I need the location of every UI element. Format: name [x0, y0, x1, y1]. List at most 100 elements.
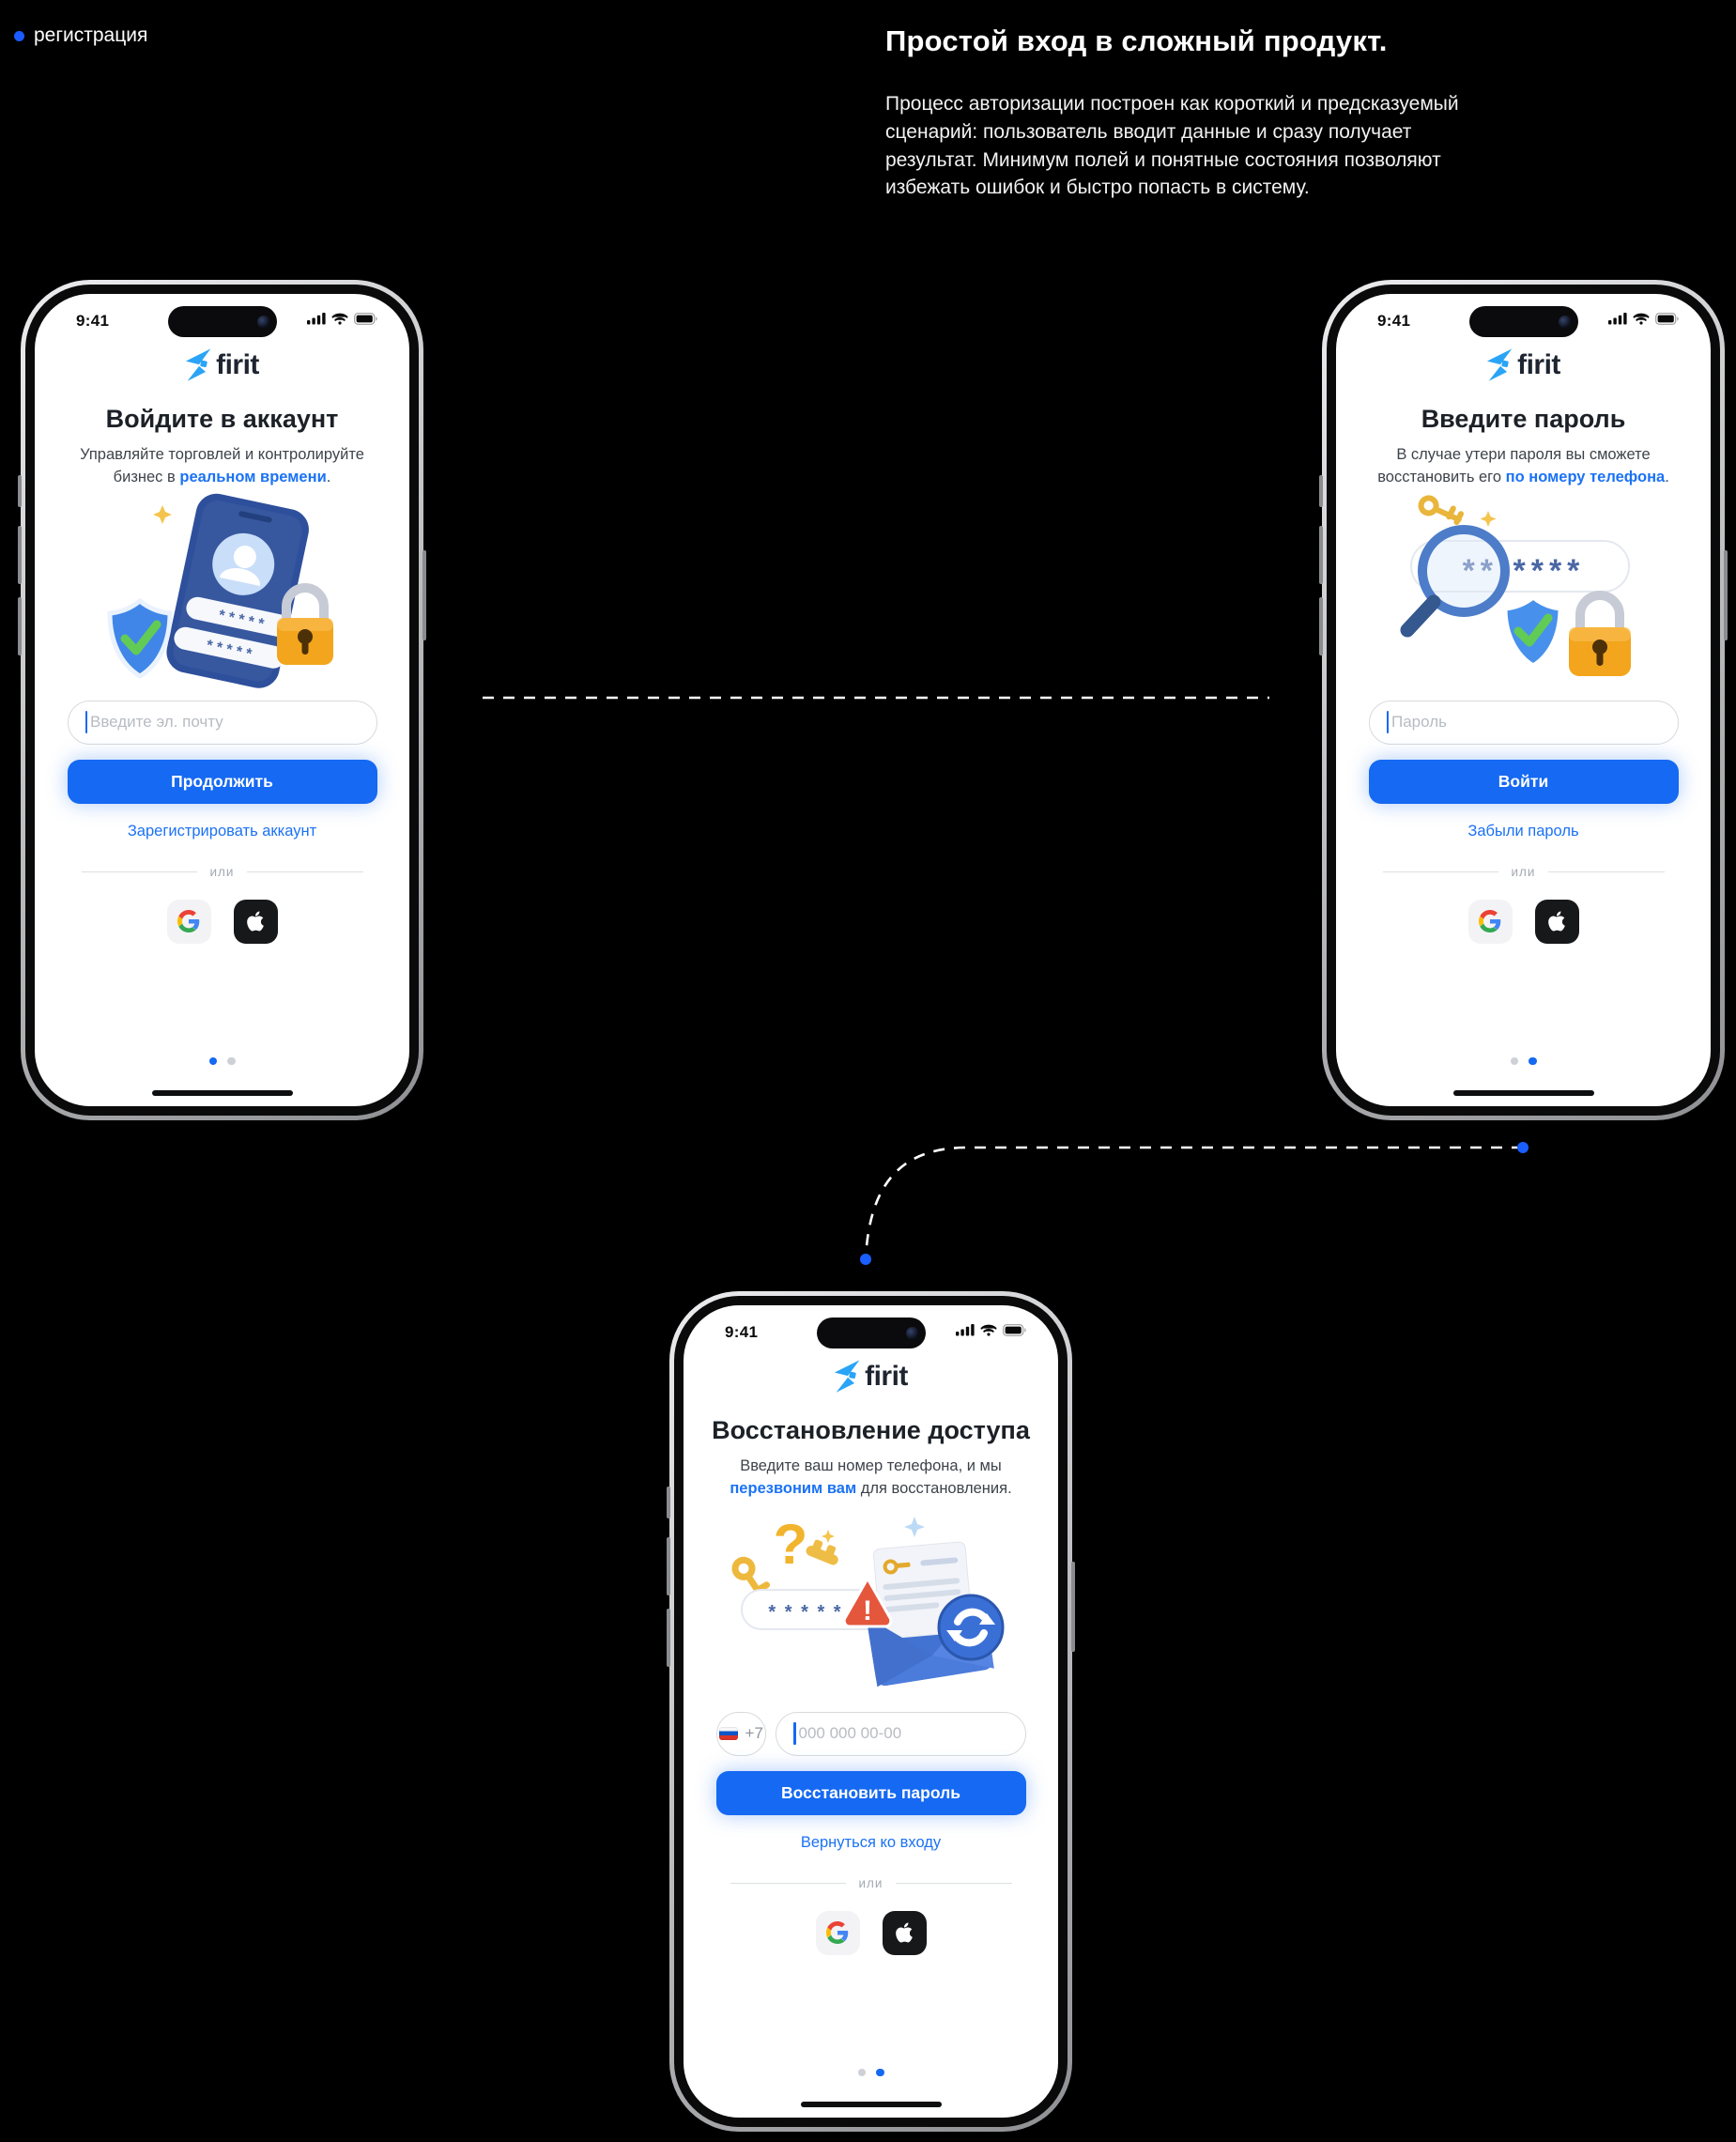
dynamic-island [816, 1318, 926, 1348]
email-field[interactable] [67, 700, 377, 745]
recovery-mail-illustration: ? * * * * * [730, 1502, 1012, 1704]
text-caret [1386, 711, 1389, 734]
camera-lens-icon [256, 315, 270, 329]
phone-number-link[interactable]: по номеру телефона [1505, 469, 1666, 486]
divider-label: или [1511, 864, 1536, 879]
screen-subtitle: Введите ваш номер телефона, и мы перезво… [684, 1455, 1058, 1501]
connector-dot-start [1517, 1142, 1529, 1153]
register-account-link[interactable]: Зарегистрировать аккаунт [127, 822, 317, 840]
password-input[interactable] [1390, 712, 1661, 733]
subtitle-text: В случае утери пароля вы сможете восстан… [1377, 446, 1651, 486]
google-g-icon [177, 910, 200, 933]
hero-text-block: Простой вход в сложный продукт. Процесс … [885, 24, 1533, 202]
status-icons [956, 1324, 1028, 1336]
email-input[interactable] [88, 712, 360, 733]
home-indicator[interactable] [151, 1090, 293, 1096]
back-to-login-link[interactable]: Вернуться ко входу [800, 1833, 942, 1851]
hero-description: Процесс авторизации построен как коротки… [885, 93, 1459, 199]
volume-down-button [1319, 597, 1323, 655]
recover-password-button[interactable]: Восстановить пароль [715, 1770, 1026, 1815]
google-signin-button[interactable] [815, 1910, 860, 1955]
realtime-link[interactable]: реальном времени [179, 469, 327, 486]
social-signin-row [1467, 899, 1579, 944]
connector-password-to-recovery [864, 1146, 1523, 1260]
apple-icon [1548, 911, 1565, 932]
page-dot-1[interactable] [208, 1056, 217, 1065]
social-signin-row [815, 1910, 927, 1955]
screen-title: Введите пароль [1421, 405, 1626, 433]
password-field[interactable] [1368, 700, 1679, 745]
iphone-mockup-password: 9:41 firit Введите пароль В случае утери… [1319, 280, 1728, 1120]
camera-lens-icon [1558, 315, 1572, 329]
status-time: 9:41 [725, 1323, 759, 1341]
wifi-icon [980, 1324, 997, 1336]
connector-dot-end [860, 1254, 871, 1265]
power-button [1724, 550, 1728, 640]
apple-signin-button[interactable] [233, 899, 278, 944]
svg-text:!: ! [863, 1595, 872, 1626]
section-tag-label: регистрация [34, 24, 148, 46]
or-divider: или [81, 865, 363, 879]
brand-name: firit [1517, 349, 1560, 380]
cellular-signal-icon [307, 313, 326, 325]
phone-number-row: +7 [715, 1711, 1026, 1756]
dynamic-island [1468, 306, 1578, 337]
divider-label: или [858, 1875, 883, 1890]
apple-icon [896, 1922, 913, 1943]
status-bar: 9:41 [35, 294, 409, 345]
password-screen: 9:41 firit Введите пароль В случае утери… [1336, 294, 1711, 1106]
password-search-illustration: ** **** [1383, 491, 1665, 693]
subtitle-tail: для восстановления. [856, 1480, 1012, 1498]
phone-number-input[interactable] [796, 1723, 1008, 1745]
hero-title: Простой вход в сложный продукт. [885, 24, 1388, 57]
page-dots [1510, 1056, 1537, 1065]
home-indicator[interactable] [1452, 1090, 1594, 1096]
brand-name: firit [216, 349, 259, 380]
svg-text:* * * * *: * * * * * [768, 1602, 842, 1623]
page-dot-1[interactable] [1510, 1056, 1518, 1065]
continue-button[interactable]: Продолжить [67, 759, 377, 804]
callback-link[interactable]: перезвоним вам [730, 1480, 857, 1498]
battery-icon [354, 313, 377, 325]
page-dot-2[interactable] [876, 2068, 884, 2076]
volume-down-button [667, 1609, 670, 1667]
svg-text:** ****: ** **** [1462, 553, 1585, 589]
cellular-signal-icon [1608, 313, 1627, 325]
power-button [1071, 1562, 1075, 1652]
divider-line [81, 871, 197, 873]
google-signin-button[interactable] [1467, 899, 1513, 944]
screen-subtitle: В случае утери пароля вы сможете восстан… [1336, 443, 1711, 489]
divider-line [1382, 871, 1498, 873]
cellular-signal-icon [956, 1324, 975, 1336]
page-dot-1[interactable] [857, 2068, 866, 2076]
login-security-illustration: * * * * * * * * * * [82, 491, 363, 693]
apple-signin-button[interactable] [1534, 899, 1579, 944]
home-indicator[interactable] [800, 2102, 942, 2107]
volume-up-button [667, 1537, 670, 1595]
brand-logo: firit [834, 1358, 908, 1395]
country-code-selector[interactable]: +7 [715, 1711, 766, 1756]
mute-switch [667, 1487, 670, 1518]
forgot-password-link[interactable]: Забыли пароль [1467, 822, 1579, 840]
mute-switch [18, 475, 22, 507]
russia-flag-icon [718, 1727, 738, 1741]
page-dot-2[interactable] [1529, 1056, 1537, 1065]
status-icons [1608, 313, 1681, 325]
battery-icon [1003, 1324, 1026, 1336]
subtitle-text: Управляйте торговлей и контролируйте биз… [80, 446, 364, 486]
phone-number-field[interactable] [776, 1711, 1026, 1756]
divider-line [1548, 871, 1665, 873]
subtitle-period: . [1665, 469, 1669, 486]
screen-subtitle: Управляйте торговлей и контролируйте биз… [35, 443, 409, 489]
google-signin-button[interactable] [166, 899, 211, 944]
subtitle-period: . [326, 469, 331, 486]
camera-lens-icon [905, 1326, 919, 1340]
wifi-icon [1633, 313, 1650, 325]
iphone-mockup-recovery: 9:41 firit Восстановление доступа Введит… [667, 1291, 1075, 2132]
battery-icon [1655, 313, 1679, 325]
apple-signin-button[interactable] [882, 1910, 927, 1955]
signin-button[interactable]: Войти [1368, 759, 1679, 804]
page-dot-2[interactable] [227, 1056, 236, 1065]
or-divider: или [730, 1876, 1012, 1890]
status-time: 9:41 [76, 312, 110, 330]
